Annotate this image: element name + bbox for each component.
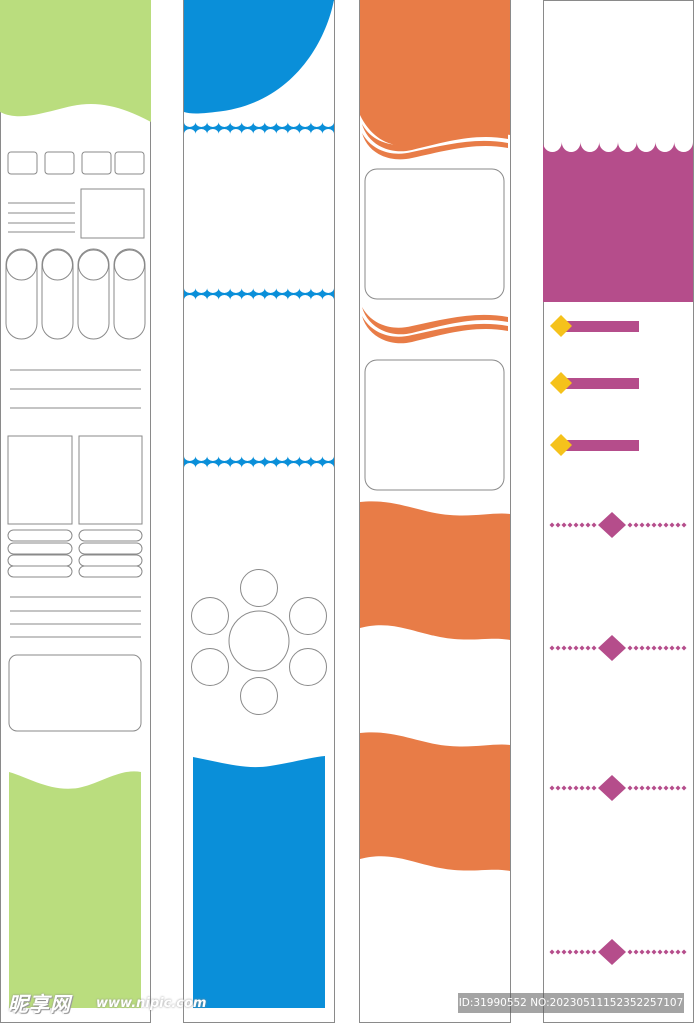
orange-ribbon-banner <box>360 732 510 871</box>
twin-cards <box>7 435 143 525</box>
bullet-bar <box>566 321 639 332</box>
text-lines-block <box>8 202 75 233</box>
green-top-wave <box>0 0 151 122</box>
flower-petal-circle <box>240 569 278 607</box>
bullet-item <box>550 372 639 394</box>
scallop-band <box>184 456 334 468</box>
scallop-band <box>184 122 334 134</box>
diamond-divider <box>549 939 687 965</box>
panel-orange <box>359 0 511 1023</box>
image-placeholder <box>80 188 145 239</box>
bullet-bar <box>566 378 639 389</box>
flower-center-circle <box>228 610 290 672</box>
gold-diamond-icon <box>550 372 572 394</box>
text-lines-block-2 <box>10 596 141 638</box>
panel-magenta <box>543 0 694 1023</box>
watermark-id: ID:31990552 NO:20230511152352257107 <box>458 993 684 1013</box>
diamond-divider <box>549 512 687 538</box>
orange-card <box>364 359 505 491</box>
diamond-divider <box>549 635 687 661</box>
scallop-band <box>184 288 334 300</box>
flower-petal-circle <box>289 648 327 686</box>
green-bottom-wave <box>9 771 141 1008</box>
diamond-dividers <box>549 512 687 965</box>
flower-petal-circle <box>191 597 229 635</box>
gold-diamond-icon <box>550 315 572 337</box>
gold-diamond-icon <box>550 434 572 456</box>
divider-lines <box>10 369 141 409</box>
blue-bottom-block <box>193 756 325 1008</box>
thumb-row <box>7 151 145 175</box>
panel-blue <box>183 0 335 1023</box>
capsule-columns <box>5 248 146 340</box>
watermark-url: www.nipic.com <box>96 996 207 1011</box>
blue-top-arc <box>184 0 334 114</box>
orange-ribbon-banner <box>360 501 510 640</box>
divider-diamond-icon <box>598 635 626 661</box>
watermark-logo: 昵享网 <box>8 992 71 1016</box>
flower-petal-circle <box>191 648 229 686</box>
bullet-item <box>550 315 639 337</box>
content-card <box>8 654 142 732</box>
scallop-bands <box>184 122 334 468</box>
divider-diamond-icon <box>598 775 626 801</box>
bullet-list <box>550 315 639 456</box>
divider-diamond-icon <box>598 512 626 538</box>
flower-petal-circle <box>240 677 278 715</box>
flower-diagram <box>191 569 327 715</box>
bullet-bar <box>566 440 639 451</box>
pill-stack <box>7 529 143 578</box>
panel-green <box>0 0 151 1023</box>
orange-top-block <box>360 0 510 146</box>
magenta-scalloped-block <box>543 142 693 302</box>
bullet-item <box>550 434 639 456</box>
orange-swoosh-2 <box>362 133 508 160</box>
diamond-divider <box>549 775 687 801</box>
orange-card <box>364 168 505 300</box>
flower-petal-circle <box>289 597 327 635</box>
divider-diamond-icon <box>598 939 626 965</box>
